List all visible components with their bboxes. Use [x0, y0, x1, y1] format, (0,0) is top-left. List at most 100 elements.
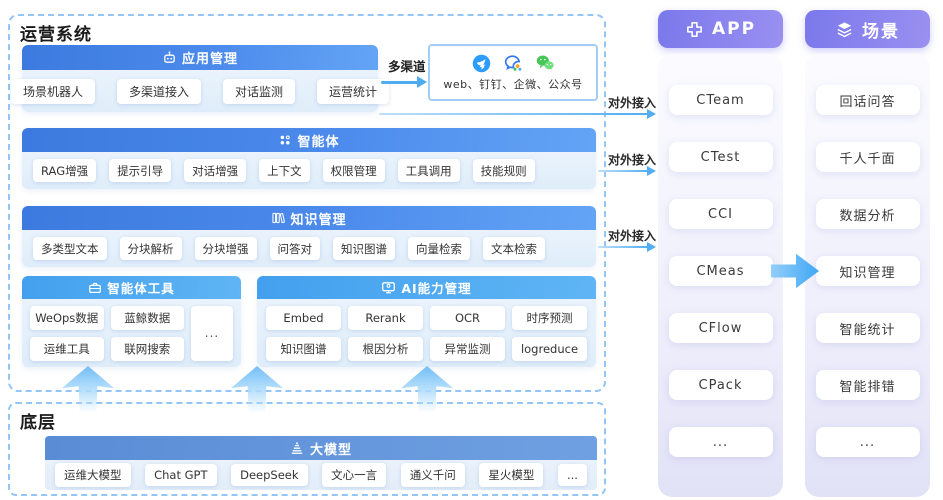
app-item: CCI	[668, 199, 773, 229]
scene-column-title: 场景	[862, 21, 900, 42]
item-chip: 多渠道接入	[116, 78, 201, 104]
scene-item: 数据分析	[815, 199, 920, 229]
section-agent-tools: 智能体工具 WeOps数据蓝鲸数据运维工具联网搜索 ...	[22, 276, 241, 367]
item-chip: 知识图谱	[266, 336, 341, 361]
knowledge-title: 知识管理	[290, 212, 347, 228]
external-access-label: 对外接入	[608, 96, 657, 110]
scene-item: 回话问答	[815, 85, 920, 115]
item-chip: 知识图谱	[333, 237, 395, 260]
item-chip: 多类型文本	[33, 237, 107, 260]
base-layer-title: 底层	[20, 413, 56, 433]
robot-icon	[162, 50, 177, 65]
item-chip: RAG增强	[33, 159, 97, 182]
model-bar-title: 大模型	[309, 442, 352, 458]
item-chip: Embed	[266, 305, 341, 330]
item-chip: 运维大模型	[55, 463, 131, 487]
item-chip: 通义千问	[400, 463, 465, 487]
monitor-icon	[381, 280, 396, 295]
item-chip: DeepSeek	[231, 464, 308, 486]
wechat-icon	[535, 53, 555, 73]
external-access-label: 对外接入	[608, 229, 657, 243]
item-chip: 分块解析	[119, 237, 182, 260]
section-app-management: 应用管理 场景机器人多渠道接入对话监测运营统计	[10, 45, 390, 112]
item-chip: 工具调用	[397, 159, 460, 182]
external-access-label: 对外接入	[608, 153, 657, 167]
item-chip: 上下文	[259, 159, 310, 182]
model-items: 运维大模型 Chat GPT DeepSeek 文心一言通义千问星火模型...	[45, 460, 597, 490]
item-chip: 根因分析	[348, 336, 423, 361]
books-icon	[271, 211, 286, 225]
app-management-items: 场景机器人多渠道接入对话监测运营统计	[10, 70, 390, 112]
app-column-header: APP	[658, 10, 783, 48]
app-item: ...	[668, 427, 773, 457]
scene-item: 知识管理	[815, 256, 920, 286]
agent-items: RAG增强提示引导对话增强上下文权限管理工具调用技能规则	[22, 152, 596, 189]
item-chip: OCR	[430, 305, 505, 330]
agent-title: 智能体	[297, 134, 340, 150]
operations-system-title: 运营系统	[20, 25, 92, 45]
app-item: CFlow	[668, 313, 773, 343]
section-knowledge: 知识管理 多类型文本分块解析分块增强问答对知识图谱向量检索文本检索	[22, 206, 596, 267]
agent-tools-more: ...	[191, 305, 233, 361]
section-ai-ability: AI能力管理 Embed Rerank OCR 时序预测知识图谱根因分析异常监测 log…	[257, 276, 596, 367]
agent-header: 智能体	[22, 128, 596, 152]
app-management-header: 应用管理	[22, 45, 378, 70]
app-item: CTeam	[668, 85, 773, 115]
multi-channel-label: 多渠道	[388, 59, 426, 74]
external-access-arrow	[379, 108, 656, 120]
item-chip: 对话监测	[223, 78, 296, 104]
knowledge-header: 知识管理	[22, 206, 596, 230]
scene-item: ...	[815, 427, 920, 457]
item-chip: 蓝鲸数据	[110, 305, 184, 330]
agent-tools-items: WeOps数据蓝鲸数据运维工具联网搜索	[30, 305, 184, 361]
ai-ability-title: AI能力管理	[401, 281, 472, 296]
channel-box: web、钉钉、企微、公众号	[428, 44, 598, 101]
scene-item: 智能统计	[815, 313, 920, 343]
stack-icon	[290, 441, 304, 455]
item-chip: 权限管理	[322, 159, 385, 182]
item-chip: ...	[557, 464, 587, 486]
knowledge-items: 多类型文本分块解析分块增强问答对知识图谱向量检索文本检索	[22, 230, 596, 267]
app-column-title: APP	[711, 19, 757, 39]
section-agent: 智能体 RAG增强提示引导对话增强上下文权限管理工具调用技能规则	[22, 128, 596, 189]
agent-tools-body: WeOps数据蓝鲸数据运维工具联网搜索 ...	[22, 299, 241, 367]
model-bar-header: 大模型	[45, 436, 597, 460]
item-chip: 向量检索	[408, 237, 470, 260]
item-chip: 提示引导	[109, 159, 172, 182]
item-chip: 对话增强	[184, 159, 247, 182]
app-item: CTest	[668, 142, 773, 172]
dingtalk-icon	[472, 54, 491, 73]
item-chip: 场景机器人	[10, 78, 95, 104]
channel-icons	[472, 53, 555, 73]
operations-system-panel	[8, 14, 606, 392]
agent-tools-title: 智能体工具	[107, 281, 175, 296]
item-chip: 文心一言	[322, 463, 387, 487]
scene-column-header: 场景	[805, 10, 930, 48]
layers-icon	[835, 20, 854, 39]
item-chip: 时序预测	[512, 305, 587, 330]
app-item: CMeas	[668, 256, 773, 286]
item-chip: Chat GPT	[145, 464, 217, 486]
scene-column-items: 回话问答千人千面数据分析知识管理智能统计智能排错...	[805, 54, 930, 497]
channel-caption: web、钉钉、企微、公众号	[443, 78, 583, 91]
item-chip: 星火模型	[479, 463, 544, 487]
scene-item: 千人千面	[815, 142, 920, 172]
toolbox-icon	[88, 281, 102, 295]
item-chip: 运维工具	[30, 336, 104, 361]
external-access-arrow	[598, 241, 656, 253]
ai-ability-header: AI能力管理	[257, 276, 596, 299]
item-chip: 异常监测	[430, 336, 505, 361]
item-chip: 联网搜索	[110, 336, 184, 361]
external-access-arrow	[598, 165, 656, 177]
item-chip: WeOps数据	[30, 305, 104, 330]
item-chip: 分块增强	[194, 237, 257, 260]
item-chip: logreduce	[512, 336, 587, 361]
plus-cross-icon	[685, 20, 704, 39]
app-management-title: 应用管理	[181, 52, 238, 67]
item-chip: 问答对	[269, 237, 320, 260]
ai-ability-items: Embed Rerank OCR 时序预测知识图谱根因分析异常监测 logreduce	[257, 299, 596, 367]
app-item: CPack	[668, 370, 773, 400]
item-chip: Rerank	[348, 305, 423, 330]
